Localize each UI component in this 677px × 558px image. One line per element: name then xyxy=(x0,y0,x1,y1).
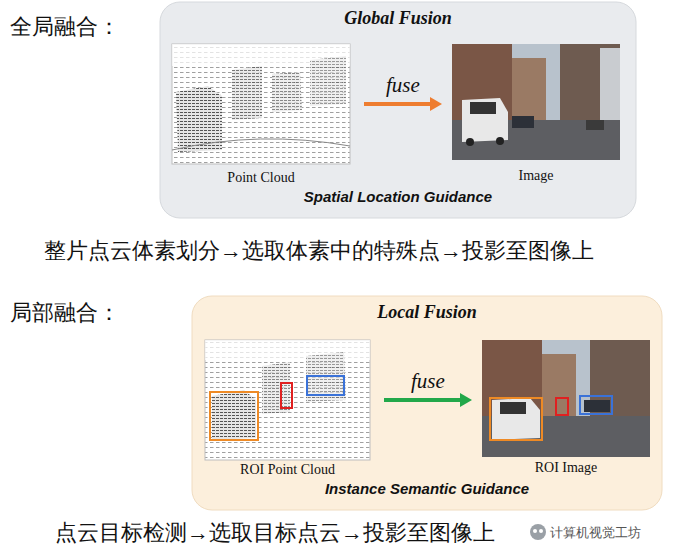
fusion-panel: Global FusionSpatial Location Guidance Po… xyxy=(160,2,636,218)
fuse-arrow xyxy=(364,97,442,111)
process-note: 点云目标检测→选取目标点云→投影至图像上 xyxy=(55,518,495,548)
watermark: 计算机视觉工坊 xyxy=(550,524,641,542)
roi-box xyxy=(281,383,292,408)
image-box: ROI Image xyxy=(482,340,650,476)
figure-caption: Point Cloud xyxy=(172,170,350,186)
panel-ground xyxy=(160,2,636,218)
panel-subtitle: Spatial Location Guidance xyxy=(160,188,636,205)
fusion-panel: Local FusionInstance Semantic Guidance RO… xyxy=(192,296,662,510)
roi-box xyxy=(556,398,568,415)
roi-box xyxy=(210,392,258,440)
section-heading: 局部融合： xyxy=(10,298,120,328)
image-box: Image xyxy=(452,44,620,184)
point-cloud-box: Point Cloud xyxy=(172,44,350,186)
roi-box xyxy=(307,376,344,395)
edge-label: fuse xyxy=(408,369,448,394)
panel-title: Local Fusion xyxy=(192,302,662,323)
roi-point-cloud-figure xyxy=(205,340,370,460)
roi-box xyxy=(580,396,612,414)
street-photo xyxy=(452,44,620,160)
point-cloud-figure xyxy=(172,44,350,164)
figure-caption: Image xyxy=(452,168,620,184)
panel-title: Global Fusion xyxy=(160,8,636,29)
panel-ground xyxy=(192,296,662,510)
watermark-icon xyxy=(530,524,546,540)
panel-subtitle: Instance Semantic Guidance xyxy=(192,480,662,497)
figure-caption: ROI Point Cloud xyxy=(205,462,370,478)
fuse-arrow xyxy=(384,393,472,407)
process-note: 整片点云体素划分→选取体素中的特殊点→投影至图像上 xyxy=(44,236,594,266)
point-cloud-box: ROI Point Cloud xyxy=(205,340,370,478)
section-heading: 全局融合： xyxy=(10,12,120,42)
roi-box xyxy=(490,398,542,440)
roi-street-photo xyxy=(482,340,650,457)
figure-caption: ROI Image xyxy=(482,460,650,476)
edge-label: fuse xyxy=(383,73,423,98)
